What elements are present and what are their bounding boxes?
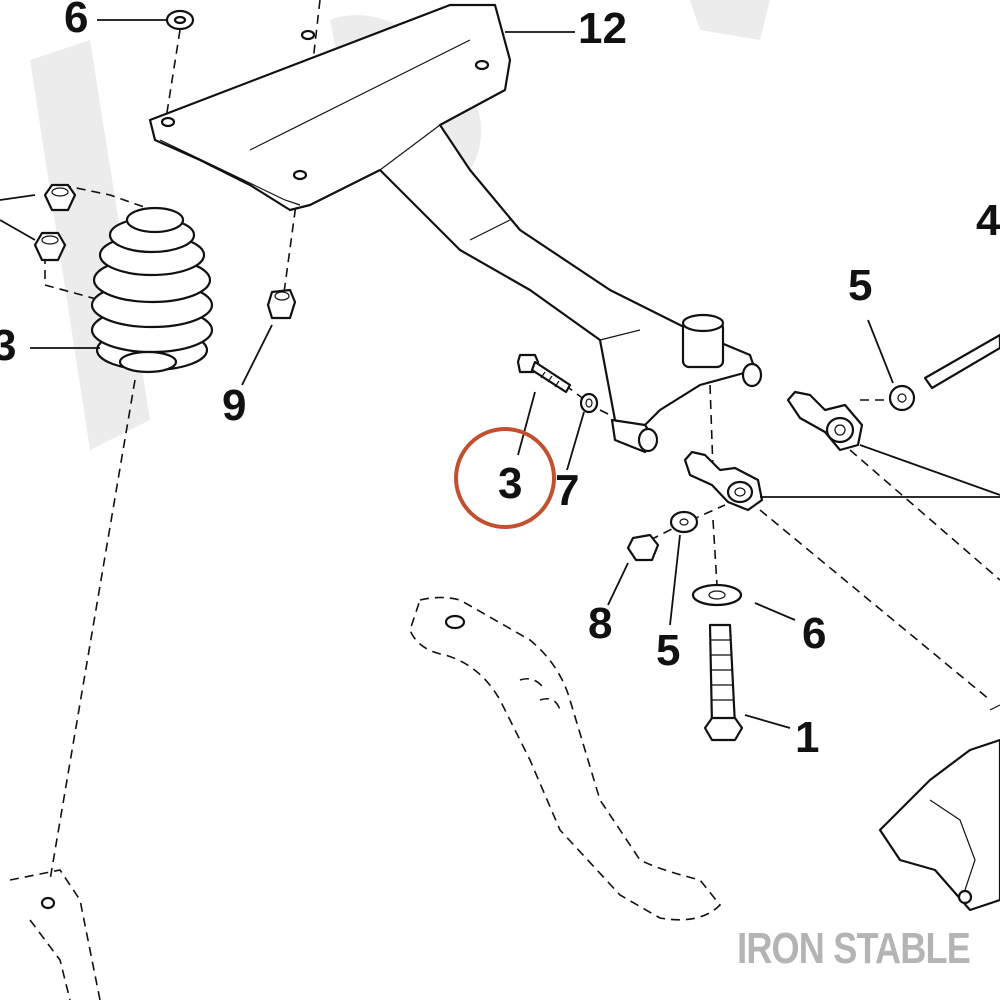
callout-5-right: 5 (848, 261, 872, 310)
callout-3-left: 3 (0, 321, 16, 370)
phantom-lower-arm (409, 596, 722, 921)
highlight-circle (454, 427, 556, 529)
brand-watermark: IRON STABLE (737, 924, 971, 973)
callout-9: 9 (222, 381, 246, 430)
callout-3-highlight: 3 (498, 459, 522, 508)
callout-7: 7 (555, 466, 579, 515)
callout-12: 12 (578, 4, 627, 53)
callout-labels: 6 12 4 5 3 9 3 7 8 5 6 1 (0, 0, 1000, 762)
coil-spring (90, 206, 214, 374)
callout-6-top: 6 (64, 0, 88, 42)
leader-lines (0, 19, 1000, 729)
callout-6-low: 6 (802, 609, 826, 658)
callout-5-low: 5 (656, 626, 680, 675)
hardware-parts (33, 9, 1000, 742)
callout-4: 4 (976, 196, 1000, 245)
partial-parts (9, 704, 1000, 1000)
bracket-plate (148, 3, 763, 454)
callout-1: 1 (795, 713, 819, 762)
callout-8: 8 (588, 599, 612, 648)
